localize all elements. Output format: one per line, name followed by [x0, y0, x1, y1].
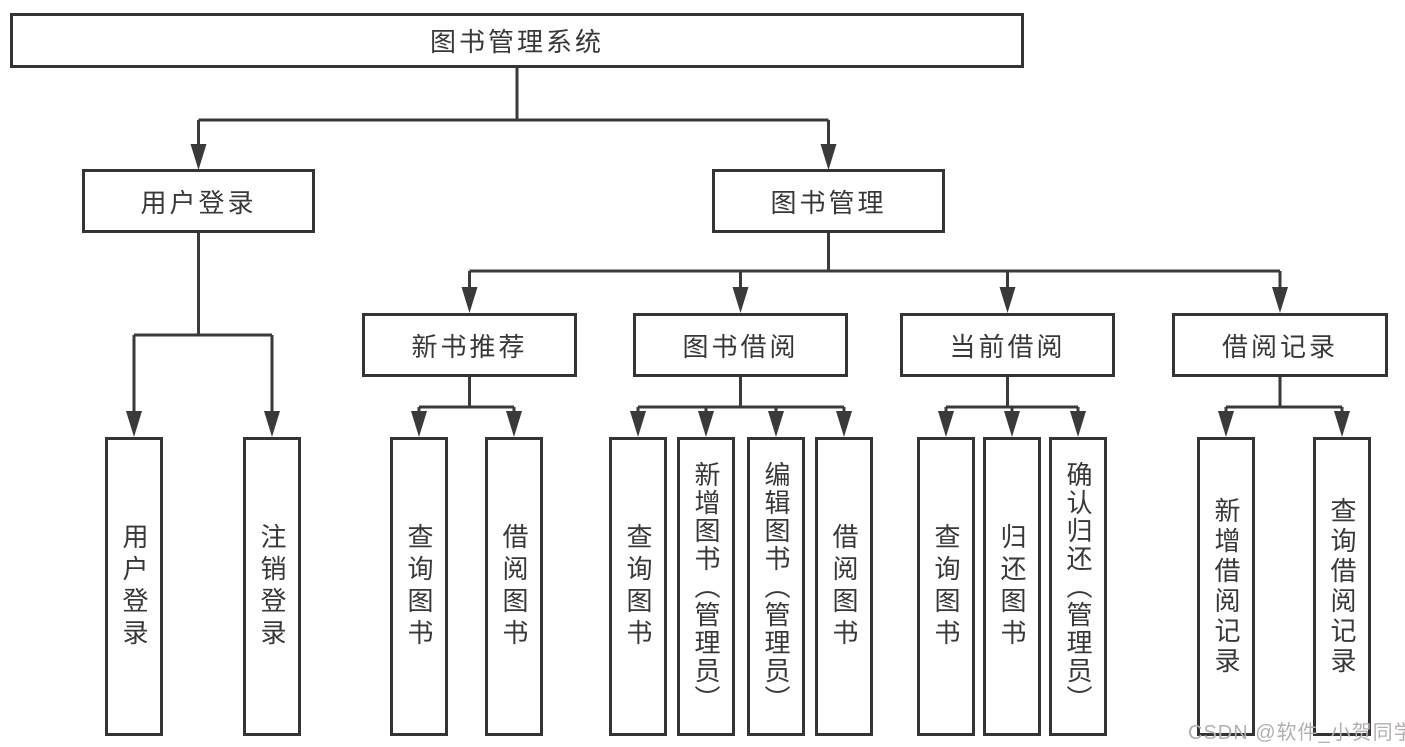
leaf-borrow-books-recommend: 借阅图书 [485, 437, 543, 736]
leaf-label: 借阅图书 [499, 522, 529, 651]
leaf-edit-book-admin: 编辑图书（管理员） [747, 437, 805, 736]
leaf-label: 借阅图书 [829, 522, 859, 651]
leaf-user-login: 用户登录 [105, 437, 163, 736]
leaf-query-books-recommend: 查询图书 [390, 437, 448, 736]
node-root: 图书管理系统 [10, 13, 1024, 68]
leaf-return-books: 归还图书 [983, 437, 1041, 736]
leaf-label: 查询图书 [931, 522, 961, 651]
node-book-management: 图书管理 [712, 169, 945, 233]
node-book-borrowing: 图书借阅 [633, 313, 848, 377]
leaf-add-borrow-record: 新增借阅记录 [1197, 437, 1255, 736]
leaf-label: 归还图书 [997, 522, 1027, 651]
watermark: CSDN @软件_小贺同学 [1188, 722, 1405, 744]
leaf-label: 查询图书 [623, 522, 653, 651]
leaf-query-books-borrowing: 查询图书 [609, 437, 667, 736]
leaf-confirm-return-admin: 确认归还（管理员） [1049, 437, 1107, 736]
leaf-label: 用户登录 [119, 522, 149, 651]
arrowheads [126, 144, 1350, 437]
leaf-label: 确认归还（管理员） [1063, 460, 1093, 713]
node-new-book-recommend: 新书推荐 [362, 313, 577, 377]
node-borrow-records-label: 借阅记录 [1221, 331, 1338, 362]
leaf-query-books-current: 查询图书 [917, 437, 975, 736]
connector-path [132, 68, 1344, 413]
leaf-label: 新增借阅记录 [1211, 496, 1241, 677]
leaf-label: 查询借阅记录 [1327, 496, 1357, 677]
node-borrow-records: 借阅记录 [1172, 313, 1388, 377]
leaf-label: 编辑图书（管理员） [761, 460, 791, 713]
node-root-label: 图书管理系统 [429, 27, 604, 57]
leaf-query-borrow-record: 查询借阅记录 [1313, 437, 1371, 736]
leaf-label: 新增图书（管理员） [691, 460, 721, 713]
node-current-borrowing: 当前借阅 [900, 313, 1115, 377]
node-book-borrowing-label: 图书借阅 [682, 331, 799, 362]
leaf-add-book-admin: 新增图书（管理员） [677, 437, 735, 736]
node-user-login-label: 用户登录 [140, 187, 257, 218]
node-current-borrowing-label: 当前借阅 [949, 331, 1066, 362]
node-book-management-label: 图书管理 [770, 187, 887, 218]
leaf-logout: 注销登录 [243, 437, 301, 736]
node-new-book-recommend-label: 新书推荐 [411, 331, 528, 362]
node-user-login: 用户登录 [82, 169, 315, 233]
leaf-label: 查询图书 [404, 522, 434, 651]
leaf-label: 注销登录 [257, 522, 287, 651]
leaf-borrow-books-borrowing: 借阅图书 [815, 437, 873, 736]
